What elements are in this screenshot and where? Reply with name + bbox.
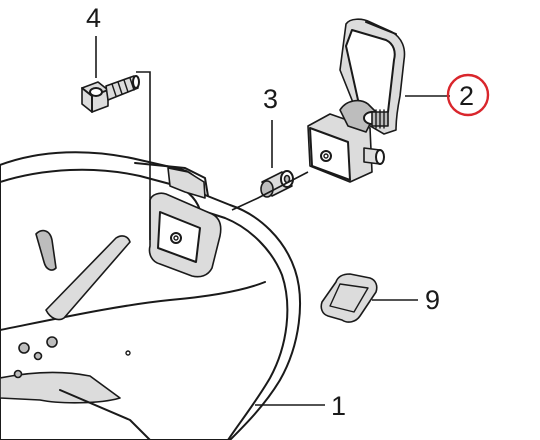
pad-part xyxy=(320,273,378,323)
callout-9: 9 xyxy=(425,285,440,315)
leader-2-to-cowling xyxy=(231,171,309,211)
highlight-circle xyxy=(446,73,490,117)
collar-part xyxy=(260,170,294,198)
leader-4b xyxy=(136,71,151,240)
leader-lines xyxy=(95,36,450,406)
callout-1: 1 xyxy=(331,391,346,421)
latch-assembly-part xyxy=(307,18,406,183)
callout-3: 3 xyxy=(263,84,278,114)
callout-2: 2 xyxy=(459,81,474,111)
bolt-part xyxy=(81,75,140,113)
lower-cowling-part xyxy=(0,151,301,440)
callout-4: 4 xyxy=(86,3,101,33)
callout-labels: 1 2 3 4 9 xyxy=(86,3,490,421)
